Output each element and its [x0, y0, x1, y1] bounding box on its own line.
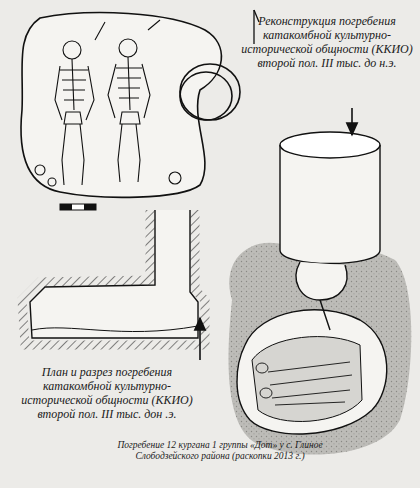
note-label: План и разрез погребения катакомбной кул… [12, 365, 202, 422]
scale-bar [60, 204, 96, 210]
north-arrow [254, 10, 259, 44]
burial-plan [21, 13, 240, 198]
figure-caption: Погребение 12 кургана 1 группы «Дот» у с… [105, 440, 335, 462]
note-label: Реконструкция погребения катакомбной кул… [238, 14, 416, 71]
pointer-arrow [351, 108, 353, 135]
pointer-arrow [199, 318, 201, 360]
burial-reconstruction [229, 132, 412, 455]
burial-section [22, 210, 205, 345]
